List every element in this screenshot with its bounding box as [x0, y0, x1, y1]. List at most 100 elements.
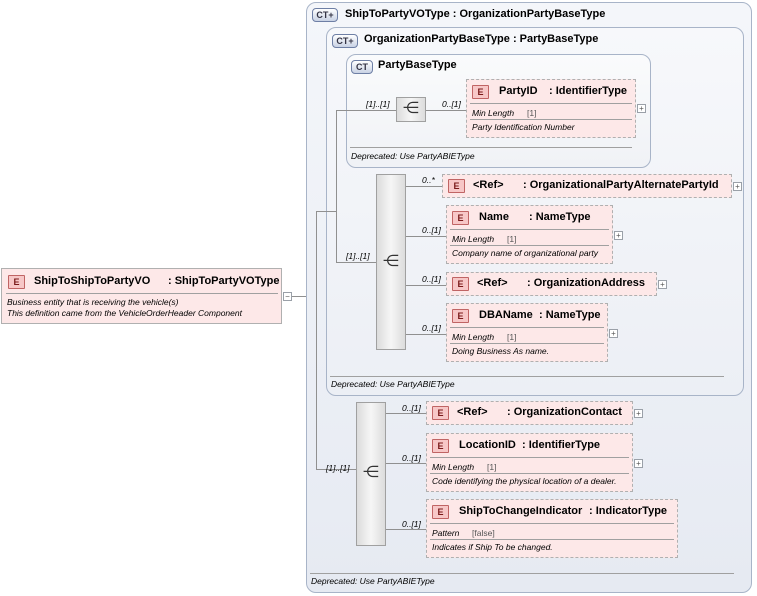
connector: [336, 262, 376, 263]
facet-value: [false]: [472, 528, 495, 538]
sequence-compositor[interactable]: [356, 402, 386, 546]
sequence-compositor[interactable]: [376, 174, 406, 350]
element-name: <Ref>: [473, 179, 504, 191]
divider: [350, 147, 632, 148]
connector: [316, 211, 336, 212]
facet-value: [1]: [507, 332, 517, 342]
divider: [470, 103, 632, 104]
element-cardinality: 0..[1]: [422, 225, 441, 235]
element-type: : IdentifierType: [549, 85, 628, 97]
element-type: : OrganizationContact: [507, 406, 622, 418]
sequence-cardinality: [1]..[1]: [366, 99, 390, 109]
connector: [406, 186, 442, 187]
element-name: <Ref>: [457, 406, 488, 418]
element-cardinality: 0..[1]: [402, 453, 421, 463]
element-name: <Ref>: [477, 277, 508, 289]
connector: [426, 110, 466, 111]
element-doc: Party Identification Number: [472, 122, 575, 132]
element-type: : IdentifierType: [522, 439, 601, 451]
divider: [470, 119, 632, 120]
expand-icon[interactable]: +: [637, 104, 646, 113]
element-type: : IndicatorType: [589, 505, 668, 517]
element-doc: Doing Business As name.: [452, 346, 550, 356]
root-doc-line1: Business entity that is receiving the ve…: [7, 297, 179, 307]
facet-label: Min Length: [432, 462, 475, 472]
divider: [430, 457, 629, 458]
expand-icon[interactable]: +: [634, 409, 643, 418]
element-cardinality: 0..[1]: [402, 519, 421, 529]
divider: [310, 573, 734, 574]
element-doc: Company name of organizational party: [452, 248, 598, 258]
facet-value: [1]: [487, 462, 497, 472]
element-doc: Code identifying the physical location o…: [432, 476, 617, 486]
element-cardinality: 0..[1]: [442, 99, 461, 109]
element-organization-contact[interactable]: E <Ref> : OrganizationContact: [426, 401, 633, 425]
connector: [386, 413, 426, 414]
element-dbaname[interactable]: E DBAName : NameType Min Length [1] Doin…: [446, 303, 608, 362]
ct-inner-title: PartyBaseType: [378, 59, 457, 71]
sequence-compositor[interactable]: [396, 97, 426, 122]
connector: [316, 211, 317, 469]
element-cardinality: 0..[1]: [422, 323, 441, 333]
element-cardinality: 0..*: [422, 175, 435, 185]
expand-icon[interactable]: +: [609, 329, 618, 338]
divider: [430, 539, 674, 540]
ct-middle-deprecated: Deprecated: Use PartyABIEType: [331, 379, 455, 389]
element-badge: E: [432, 406, 449, 420]
element-badge: E: [448, 179, 465, 193]
ct-inner-deprecated: Deprecated: Use PartyABIEType: [351, 151, 475, 161]
connector: [406, 334, 446, 335]
expand-icon[interactable]: +: [658, 280, 667, 289]
element-name: DBAName: [479, 309, 533, 321]
divider: [430, 473, 629, 474]
divider: [450, 229, 609, 230]
element-partyid[interactable]: E PartyID : IdentifierType Min Length [1…: [466, 79, 636, 138]
complex-type-badge: CT+: [332, 34, 358, 48]
connector: [406, 285, 446, 286]
facet-label: Min Length: [452, 234, 495, 244]
expand-icon[interactable]: +: [733, 182, 742, 191]
element-name: ShipToChangeIndicator: [459, 505, 583, 517]
connector: [316, 469, 356, 470]
facet-label: Min Length: [452, 332, 495, 342]
divider: [450, 343, 604, 344]
element-locationid[interactable]: E LocationID : IdentifierType Min Length…: [426, 433, 633, 492]
sequence-icon: ⋲: [363, 464, 379, 481]
divider: [6, 293, 278, 294]
element-name: Name: [479, 211, 509, 223]
root-element-name: ShipToShipToPartyVO: [34, 275, 151, 287]
connector: [386, 463, 426, 464]
element-cardinality: 0..[1]: [402, 403, 421, 413]
connector: [386, 529, 426, 530]
sequence-icon: ⋲: [383, 253, 399, 270]
element-type: : OrganizationalPartyAlternatePartyId: [523, 179, 719, 191]
complex-type-badge: CT: [351, 60, 373, 74]
root-element-type: : ShipToPartyVOType: [168, 275, 280, 287]
root-element[interactable]: E ShipToShipToPartyVO : ShipToPartyVOTyp…: [1, 268, 282, 324]
sequence-icon: ⋲: [403, 100, 419, 117]
element-badge: E: [452, 309, 469, 323]
collapse-icon[interactable]: −: [283, 292, 292, 301]
expand-icon[interactable]: +: [634, 459, 643, 468]
root-doc-line2: This definition came from the VehicleOrd…: [7, 308, 242, 318]
element-name-box[interactable]: E Name : NameType Min Length [1] Company…: [446, 205, 613, 264]
divider: [450, 245, 609, 246]
connector: [336, 110, 337, 262]
connector: [292, 296, 306, 297]
sequence-cardinality: [1]..[1]: [326, 463, 350, 473]
element-type: : NameType: [529, 211, 591, 223]
element-badge: E: [472, 85, 489, 99]
facet-label: Min Length: [472, 108, 515, 118]
element-badge: E: [432, 439, 449, 453]
element-shiptochangeindicator[interactable]: E ShipToChangeIndicator : IndicatorType …: [426, 499, 678, 558]
connector: [406, 236, 446, 237]
facet-value: [1]: [527, 108, 537, 118]
element-badge: E: [432, 505, 449, 519]
divider: [450, 327, 604, 328]
element-badge: E: [452, 277, 469, 291]
facet-value: [1]: [507, 234, 517, 244]
expand-icon[interactable]: +: [614, 231, 623, 240]
sequence-cardinality: [1]..[1]: [346, 251, 370, 261]
element-alternate-party-id[interactable]: E <Ref> : OrganizationalPartyAlternatePa…: [442, 174, 732, 198]
element-organization-address[interactable]: E <Ref> : OrganizationAddress: [446, 272, 657, 296]
